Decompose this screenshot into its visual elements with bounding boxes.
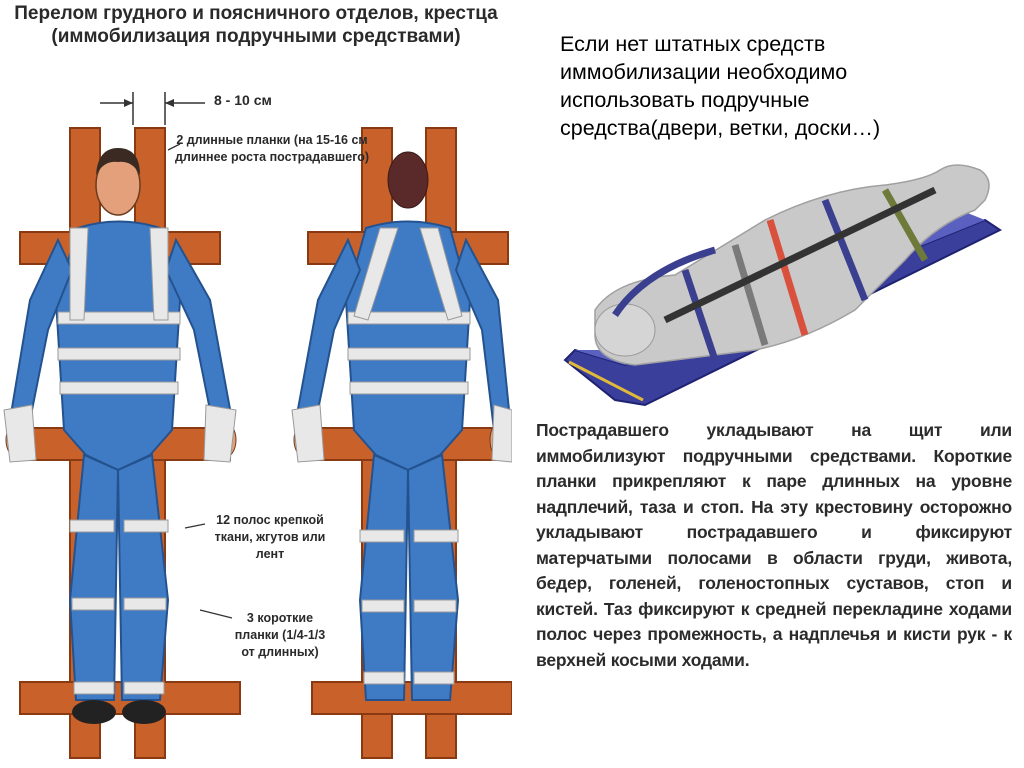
strips-label: 12 полос крепкой ткани, жгутов или лент [214,513,326,561]
short-boards-label: 3 короткие планки (1/4-1/3 от длинных) [234,611,326,659]
immobilization-illustration: Перелом грудного и поясничного отделов, … [3,3,512,759]
spacing-label: 8 - 10 см [214,92,272,108]
instruction-text: Пострадавшего укладывают на щит или иммо… [536,420,1012,670]
figures-drawing [3,92,512,759]
intro-text: Если нет штатных средств иммобилизации н… [560,32,881,140]
spacing-dimension [100,92,205,151]
back-figure-illustration [291,127,512,759]
illustration-title: Перелом грудного и поясничного отделов, … [14,3,498,47]
long-boards-label: 2 длинные планки (на 15-16 см длиннее ро… [174,133,370,164]
front-figure-illustration [3,127,241,759]
stretcher-illustration [563,164,1002,407]
